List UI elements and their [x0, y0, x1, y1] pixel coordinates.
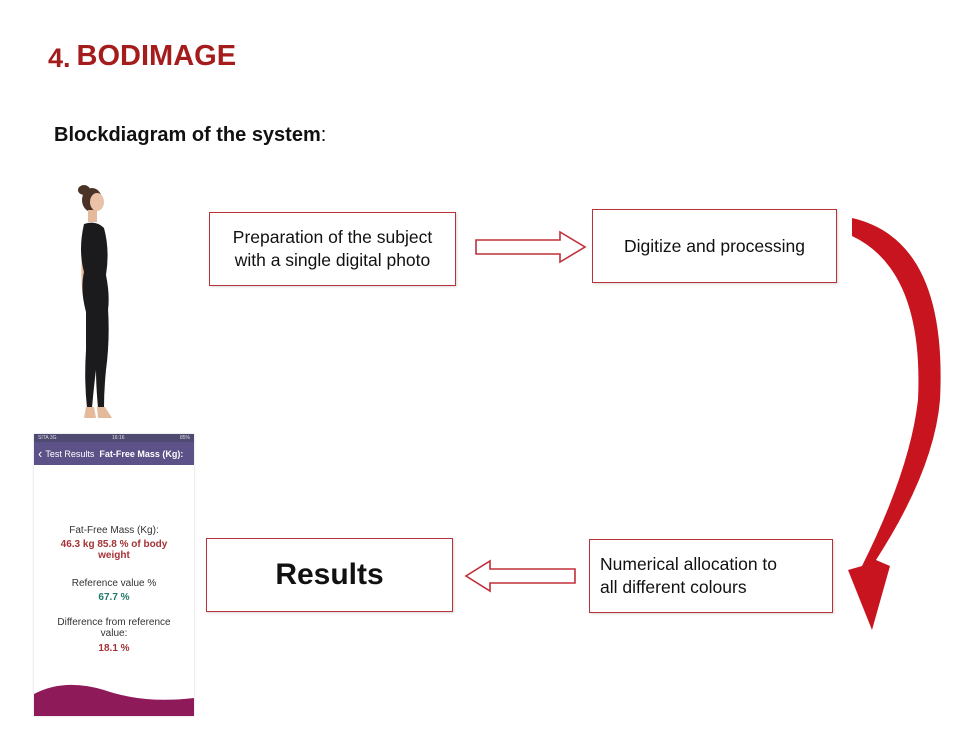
decorative-wave: [34, 684, 194, 716]
phone-content: Fat-Free Mass (Kg): 46.3 kg 85.8 % of bo…: [34, 525, 194, 654]
arrow-left-icon: [464, 559, 576, 593]
results-box: Results: [206, 538, 453, 612]
section-number: 4.: [48, 43, 71, 73]
difference-label-line1: Difference from reference: [57, 617, 171, 628]
allocation-line1: Numerical allocation to: [600, 554, 778, 574]
preparation-box: Preparation of the subject with a single…: [209, 212, 456, 286]
digitize-box: Digitize and processing: [592, 209, 837, 283]
section-title: BODIMAGE: [76, 40, 237, 72]
arrow-right-icon: [475, 230, 587, 264]
phone-nav-title: Fat-Free Mass (Kg):: [99, 448, 184, 459]
preparation-line1: Preparation of the subject: [232, 227, 433, 247]
ffm-label: Fat-Free Mass (Kg):: [69, 525, 159, 536]
chevron-left-icon: ‹: [38, 446, 43, 461]
phone-results-screenshot: SITA 3G 16:16 85% ‹ Test Results Fat-Fre…: [34, 434, 194, 716]
reference-label: Reference value %: [71, 578, 157, 589]
diagram-heading-text: Blockdiagram of the system: [54, 124, 321, 146]
phone-status-bar: SITA 3G 16:16 85%: [34, 434, 194, 442]
difference-label-line2: value:: [100, 628, 128, 639]
slide-title: 4.BODIMAGE: [48, 40, 236, 74]
phone-battery: 85%: [179, 435, 190, 441]
phone-nav-bar: ‹ Test Results Fat-Free Mass (Kg):: [34, 442, 194, 465]
phone-time: 16:16: [112, 435, 125, 441]
allocation-line2: all different colours: [600, 577, 747, 597]
ffm-value-line1: 46.3 kg 85.8 % of body: [60, 539, 168, 550]
diagram-heading: Blockdiagram of the system:: [54, 124, 326, 147]
results-label: Results: [275, 558, 384, 591]
difference-value: 18.1 %: [98, 643, 130, 654]
reference-value: 67.7 %: [98, 592, 130, 603]
digitize-label: Digitize and processing: [624, 235, 805, 256]
standing-person-image: [78, 185, 112, 418]
ffm-value-line2: weight: [98, 550, 130, 561]
phone-back-link: Test Results: [45, 448, 95, 459]
preparation-line2: with a single digital photo: [234, 250, 431, 270]
diagram-heading-colon: :: [320, 124, 327, 146]
phone-carrier: SITA 3G: [38, 435, 57, 441]
curved-arrow-icon: [848, 218, 941, 630]
numerical-allocation-box: Numerical allocation to all different co…: [589, 539, 833, 613]
